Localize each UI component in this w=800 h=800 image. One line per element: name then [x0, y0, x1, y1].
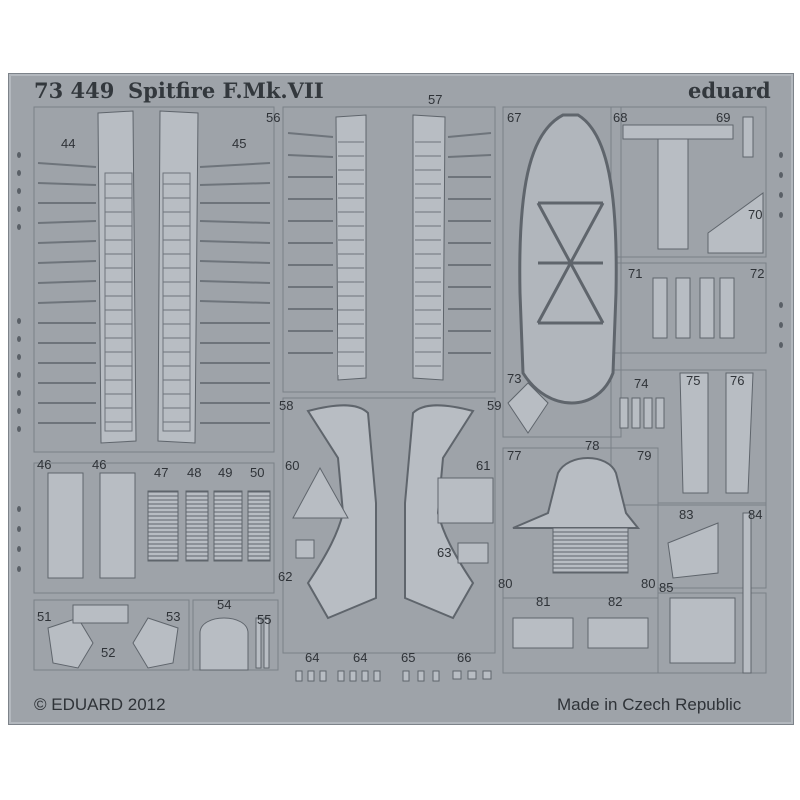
part-number: 44: [61, 136, 76, 151]
part-number: 49: [218, 465, 233, 480]
part-number: 61: [476, 458, 491, 473]
part-75-76: [679, 372, 754, 494]
part-45-flap: [157, 110, 271, 444]
part-78-instrument-panel: [512, 457, 641, 574]
part-number: 59: [487, 398, 502, 413]
part-number: 45: [232, 136, 247, 151]
set-code: 73 449: [34, 78, 115, 103]
part-64-66-small-parts: [295, 670, 492, 682]
part-83-84-85: [667, 512, 752, 674]
part-number: 67: [507, 110, 522, 125]
part-71-72-straps: [652, 277, 735, 339]
part-56-flap: [287, 114, 367, 381]
part-61-63: [437, 477, 494, 564]
part-number: 78: [585, 438, 600, 453]
part-number: 76: [730, 373, 745, 388]
part-number: 85: [659, 580, 674, 595]
part-number: 68: [613, 110, 628, 125]
part-number: 79: [637, 448, 652, 463]
part-number: 84: [748, 507, 763, 522]
part-number: 58: [279, 398, 294, 413]
part-69-rod: [742, 116, 754, 158]
part-number: 52: [101, 645, 116, 660]
part-number: 74: [634, 376, 649, 391]
part-51-53-brackets: [47, 604, 179, 669]
part-number: 57: [428, 92, 443, 107]
part-number: 80: [641, 576, 656, 591]
part-47-50-grills: [147, 490, 271, 562]
part-number: 77: [507, 448, 522, 463]
sprue-holes-left: [17, 152, 21, 572]
part-number: 50: [250, 465, 265, 480]
part-number: 48: [187, 465, 202, 480]
part-number: 62: [278, 569, 293, 584]
part-number: 56: [266, 110, 281, 125]
part-number: 75: [686, 373, 701, 388]
sprue-holes-right: [779, 152, 783, 348]
part-number: 72: [750, 266, 765, 281]
part-67-frame: [518, 113, 618, 405]
part-number: 51: [37, 609, 52, 624]
part-number: 82: [608, 594, 623, 609]
part-59-gear-door: [404, 404, 475, 620]
part-44-flap: [37, 110, 137, 444]
part-number: 66: [457, 650, 472, 665]
part-number: 55: [257, 612, 272, 627]
part-74-belts: [619, 397, 665, 429]
part-number: 64: [353, 650, 368, 665]
part-73-tab: [507, 382, 549, 434]
model-name: Spitfire F.Mk.VII: [128, 78, 324, 103]
part-number: 54: [217, 597, 232, 612]
part-number: 65: [401, 650, 416, 665]
part-number: 69: [716, 110, 731, 125]
part-57-flap: [412, 114, 492, 381]
part-number: 73: [507, 371, 522, 386]
part-68-bracket: [622, 124, 734, 250]
part-70-yoke: [707, 192, 764, 254]
part-number: 83: [679, 507, 694, 522]
part-number: 80: [498, 576, 513, 591]
part-number: 53: [166, 609, 181, 624]
part-number: 71: [628, 266, 643, 281]
part-number: 47: [154, 465, 169, 480]
part-60-62: [292, 466, 349, 559]
copyright-text: © EDUARD 2012: [34, 695, 166, 714]
part-46-panels: [47, 472, 136, 579]
part-number: 70: [748, 207, 763, 222]
part-number: 64: [305, 650, 320, 665]
part-number: 63: [437, 545, 452, 560]
part-number: 46: [37, 457, 52, 472]
origin-text: Made in Czech Republic: [557, 695, 742, 714]
part-81-82-pedals: [512, 617, 649, 649]
etched-parts-drawing: [17, 106, 783, 682]
part-54-55: [199, 617, 270, 671]
part-number: 60: [285, 458, 300, 473]
part-number: 46: [92, 457, 107, 472]
brand-logo: eduard: [688, 78, 771, 103]
part-number: 81: [536, 594, 551, 609]
part-58-gear-door: [306, 404, 377, 620]
